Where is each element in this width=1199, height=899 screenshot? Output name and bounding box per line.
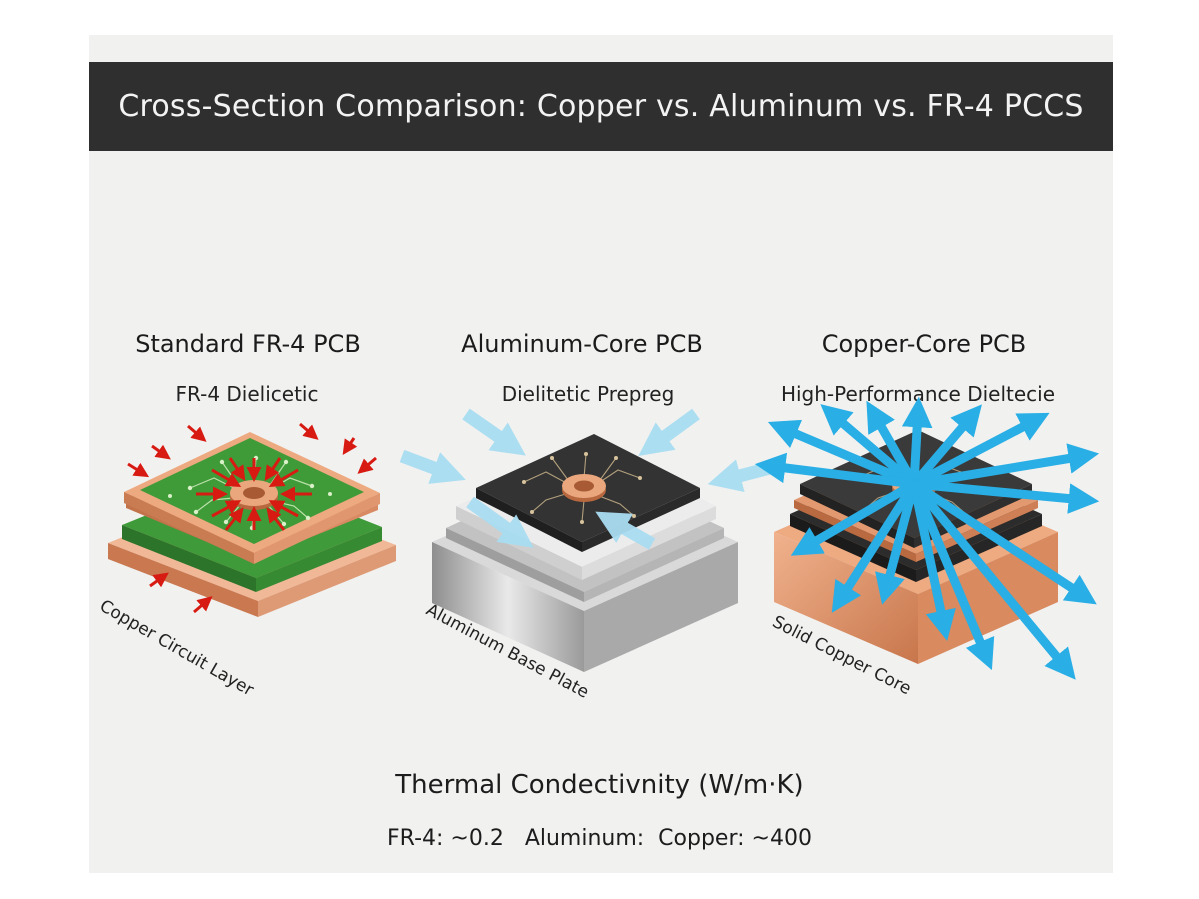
panel-heading-copper: Copper-Core PCB xyxy=(821,330,1027,358)
fr4-bottom-copper-right xyxy=(258,545,396,617)
panel-dielectric-fr4: FR-4 Dielicetic xyxy=(175,382,319,406)
heat-flow-arrow xyxy=(127,422,377,614)
panel-heading-aluminum: Aluminum-Core PCB xyxy=(461,330,703,358)
page-title: Cross-Section Comparison: Copper vs. Alu… xyxy=(118,89,1084,124)
heat-flow-arrow xyxy=(754,396,1100,680)
fr4-top-frame-left xyxy=(124,492,254,564)
aluminum-base-right xyxy=(584,542,738,672)
copper-pcb-stack-illustration xyxy=(754,396,1100,680)
fr4-lower-green-right xyxy=(256,527,382,592)
panel-dielectric-aluminum: Dielitetic Prepreg xyxy=(501,382,675,406)
aluminum-pcb-stack-illustration xyxy=(399,408,772,672)
footer-title: Thermal Condectivnity (W/m·K) xyxy=(395,770,804,800)
fr4-lower-green-left xyxy=(122,525,256,592)
copper-via-ring xyxy=(562,474,606,502)
title-bar: Cross-Section Comparison: Copper vs. Alu… xyxy=(89,62,1113,151)
aluminum-base-left xyxy=(432,542,584,672)
footer-values: FR-4: ~0.2 Aluminum: Copper: ~400 xyxy=(387,826,812,851)
fr4-top-frame-right xyxy=(254,493,380,564)
aluminum-circuit-traces xyxy=(523,453,641,523)
copper-via-ring xyxy=(230,480,278,510)
fr4-bottom-copper-left xyxy=(108,543,258,617)
panel-heading-fr4: Standard FR-4 PCB xyxy=(135,330,361,358)
fr4-pcb-stack-illustration xyxy=(108,422,396,617)
